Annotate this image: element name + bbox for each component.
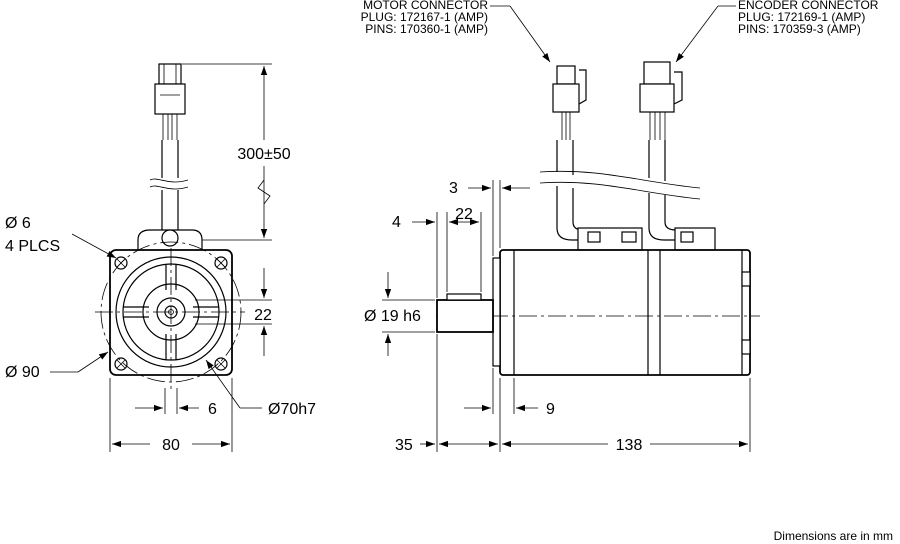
- encoder-connector-pins: PINS: 170359-3 (AMP): [738, 22, 861, 36]
- key-offset-dimension: 4: [392, 214, 435, 231]
- pilot-callout: Ø70h7: [205, 359, 316, 418]
- shaft-length-label: 35: [395, 437, 413, 454]
- pilot-depth-dimension: 9: [464, 368, 555, 418]
- key-length-dimension: 22: [436, 206, 482, 298]
- key: [446, 293, 482, 301]
- units-note: Dimensions are in mm: [774, 529, 893, 543]
- body-length-label: 138: [616, 437, 643, 454]
- cable-glands: [577, 227, 716, 251]
- motor-connector-plug: PLUG: 172167-1 (AMP): [361, 10, 488, 24]
- key-offset-label: 4: [392, 214, 401, 231]
- shaft: [436, 299, 494, 333]
- pilot-label: Ø70h7: [268, 401, 316, 418]
- bolt-circle-label: Ø 90: [5, 364, 40, 381]
- motor-connector: [552, 65, 587, 241]
- bolt-circle-callout: Ø 90: [5, 351, 109, 381]
- encoder-connector-callout: ENCODER CONNECTOR PLUG: 172169-1 (AMP) P…: [675, 0, 879, 63]
- motor-connector-title: MOTOR CONNECTOR: [363, 0, 488, 12]
- front-view: 300±50 Ø 6 4 PLCS 22 Ø 90 Ø70h7: [5, 63, 316, 454]
- encoder-connector: [639, 61, 683, 241]
- motor-body: [499, 249, 751, 376]
- key-length-label: 22: [455, 206, 473, 223]
- shaft-diameter-dimension: Ø 19 h6: [360, 272, 436, 356]
- front-cable: [137, 140, 203, 250]
- motor-connector-pins: PINS: 170360-1 (AMP): [365, 22, 488, 36]
- key-width-label: 6: [208, 401, 217, 418]
- key-width-dimension: 6: [135, 388, 217, 418]
- flange-thickness-dimension: 3: [449, 180, 530, 256]
- flange-width-dimension: 80: [109, 378, 233, 454]
- hole-callout: Ø 6 4 PLCS: [5, 215, 117, 259]
- ribs: [123, 264, 219, 360]
- encoder-connector-title: ENCODER CONNECTOR: [738, 0, 879, 12]
- flange-thickness-label: 3: [449, 180, 458, 197]
- length-dimensions: 35 138: [395, 334, 751, 454]
- front-connector: [154, 63, 186, 140]
- side-view: MOTOR CONNECTOR PLUG: 172167-1 (AMP) PIN…: [360, 0, 879, 454]
- key-height-dimension: 22: [195, 268, 272, 356]
- cable-length-dimension: 300±50: [182, 63, 291, 241]
- motor-connector-callout: MOTOR CONNECTOR PLUG: 172167-1 (AMP) PIN…: [361, 0, 551, 63]
- encoder-connector-plug: PLUG: 172169-1 (AMP): [738, 10, 865, 24]
- hole-count-label: 4 PLCS: [5, 238, 60, 255]
- cable-length-label: 300±50: [237, 146, 290, 163]
- cable-break: [539, 170, 701, 189]
- side-flange: [492, 257, 501, 367]
- shaft-diameter-label: Ø 19 h6: [364, 308, 421, 325]
- hole-label: Ø 6: [5, 215, 31, 232]
- flange-width-label: 80: [162, 437, 180, 454]
- pilot-depth-label: 9: [546, 401, 555, 418]
- key-height-label: 22: [254, 307, 272, 324]
- mounting-holes: [114, 256, 228, 371]
